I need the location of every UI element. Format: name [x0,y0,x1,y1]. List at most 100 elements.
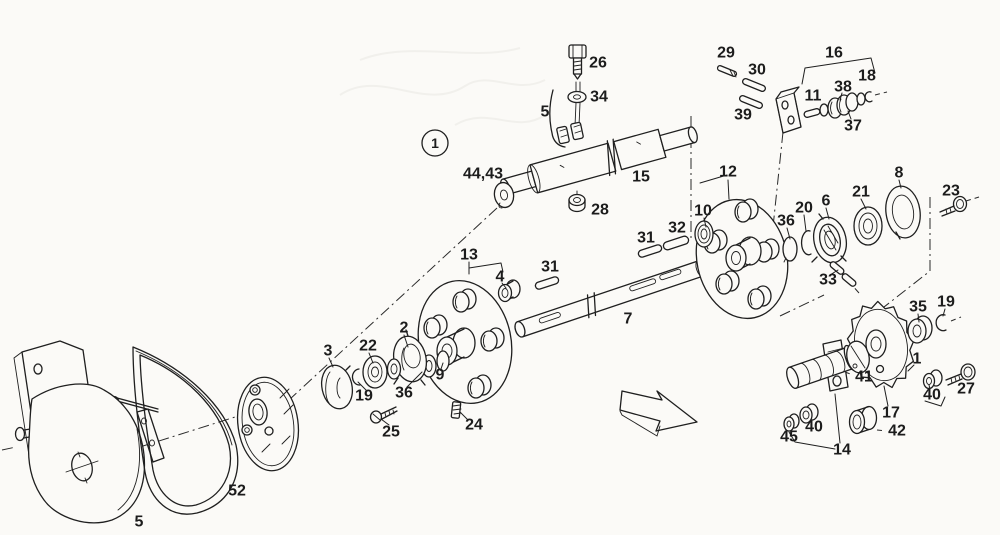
drive-belt [132,346,239,515]
key-31-right [637,244,663,258]
shaft-15 [499,126,698,196]
bearing-22 [362,355,388,389]
ring-18 [864,91,873,103]
part-label-12: 12 [719,164,737,181]
part-label-39: 39 [734,107,752,124]
washer-between [386,358,402,380]
part-label-4: 4 [496,269,505,286]
key-31-left [534,276,560,290]
part-label-6: 6 [822,193,831,210]
pin-11 [803,103,829,118]
part-label-40a: 40 [923,387,941,404]
figure-ref-circle [421,129,449,157]
stud-rod [574,81,581,127]
part-label-42: 42 [888,423,906,440]
part-label-1b: 1 [913,351,922,368]
spacer-41 [846,340,870,374]
nut-40-right [922,369,943,390]
pin-30 [742,77,766,93]
shaft-7-assembly [514,235,705,338]
roller-set-38 [827,91,873,119]
flange-12-assembly [694,185,968,320]
part-label-20: 20 [795,200,813,217]
mounting-strap [136,408,165,463]
nut-28 [568,190,586,213]
part-label-23: 23 [942,183,960,200]
part-label-25: 25 [382,424,400,441]
part-label-14: 14 [833,442,851,459]
part-label-30: 30 [748,62,766,79]
part-label-11: 11 [805,88,822,105]
screw-27 [945,363,976,386]
part-label-13: 13 [460,247,478,264]
set-screw-24 [450,401,462,419]
ring-8 [885,185,921,240]
part-label-32: 32 [668,220,686,237]
bolt-26 [568,44,587,80]
part-label-9: 9 [436,367,445,384]
part-label-36a: 36 [777,213,795,230]
sprocket-assembly [783,300,976,435]
part-label-21: 21 [852,184,870,201]
part-label-41: 41 [855,369,873,386]
part-label-24: 24 [465,417,483,434]
part-label-45: 45 [780,429,798,446]
ring-42 [848,405,878,435]
hub-6 [811,213,848,264]
part-label-37: 37 [844,118,862,135]
part-label-19b: 19 [355,388,373,405]
flange-13-bosses [423,288,505,399]
part-label-22: 22 [359,338,377,355]
part-label-4443: 44,43 [463,166,503,183]
pin-29 [716,65,738,78]
part-label-19a: 19 [937,294,955,311]
bearing-10 [694,220,714,248]
part-label-10: 10 [694,203,712,220]
sprocket-hub [865,329,887,374]
pin-and-block-group [716,65,873,134]
washer-44-43 [493,181,515,209]
ring-20 [800,230,812,256]
cup-3 [320,364,354,410]
bushing-4 [497,279,521,303]
figure-ref-number: 1 [431,135,439,151]
upper-shaft-assembly [493,44,698,213]
washer-36-right [782,236,798,263]
washer-34 [567,90,587,104]
part-label-16: 16 [825,45,843,62]
belt-housing-assembly [13,340,300,524]
part-label-31a: 31 [637,230,655,247]
block-11 [775,86,802,134]
bearing-21 [853,206,883,246]
pulley-disc [236,376,300,472]
part-label-8: 8 [895,165,904,182]
part-label-36b: 36 [395,385,413,402]
flange-13-assembly [320,279,521,424]
washer-35 [907,315,933,344]
screw-23 [939,195,968,217]
washer-45 [783,413,800,432]
part-label-33: 33 [819,272,837,289]
part-label-17: 17 [882,405,900,422]
leader-lines [328,57,946,450]
direction-arrow [619,390,698,437]
flange-12-hub [725,236,762,272]
washer-40-left [799,403,819,424]
part-label-31b: 31 [541,259,559,276]
part-label-40b: 40 [805,419,823,436]
key-32 [662,235,690,251]
belt-cover [27,383,146,524]
part-label-52: 52 [228,483,246,500]
part-label-27: 27 [957,381,975,398]
circlip-19-left [351,368,361,386]
part-label-18: 18 [858,68,876,85]
clamp-5 [549,89,584,148]
part-label-2: 2 [400,320,409,337]
part-label-5a: 5 [541,104,550,121]
circlip-19-right [935,314,947,332]
spring-pins-33 [829,261,857,287]
part-label-15: 15 [632,169,650,186]
